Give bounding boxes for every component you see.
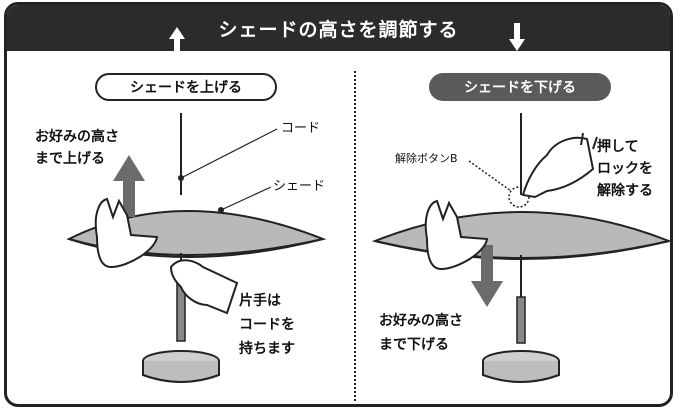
hand-lifting-shade-icon — [94, 197, 159, 269]
header-bar — [7, 5, 670, 51]
shade-leader-dot — [218, 207, 224, 213]
raise-instruction-line2: まで上げる — [35, 151, 105, 167]
shade-label: シェード — [273, 179, 326, 194]
button-b-leader-line — [468, 160, 512, 192]
press-note-line2: ロックを — [597, 161, 653, 177]
left-up-arrow-icon — [113, 155, 145, 217]
right-down-arrow-icon — [471, 245, 503, 307]
hold-note-line2: コードを — [239, 317, 295, 333]
instruction-panel: シェードの高さを調節する シェードを上げる シェードを下げる — [4, 2, 673, 407]
header-arrows — [169, 23, 525, 51]
cord-leader-line — [180, 128, 278, 179]
down-arrow-icon — [509, 23, 525, 51]
hand-pressing-button-icon — [521, 136, 595, 199]
page-title: シェードの高さを調節する — [218, 19, 459, 41]
hand-holding-shade-icon — [424, 199, 489, 271]
raise-shade-pill: シェードを上げる — [95, 73, 277, 101]
press-note-line3: 解除する — [597, 183, 653, 199]
cord-label: コード — [281, 121, 321, 136]
shade-leader-line — [220, 186, 272, 211]
raise-instruction-line1: お好みの高さ — [35, 129, 119, 145]
hand-holding-cord-icon — [169, 259, 239, 315]
cord-leader-dot — [178, 175, 184, 181]
hold-note-line1: 片手は — [239, 293, 281, 309]
lower-instruction-line2: まで下げる — [379, 337, 449, 353]
lower-instruction-line1: お好みの高さ — [379, 313, 463, 329]
up-arrow-icon — [169, 27, 185, 51]
illustration — [66, 113, 670, 383]
press-note-line1: 押して — [597, 139, 639, 155]
panel-divider — [354, 71, 356, 401]
lower-shade-pill: シェードを下げる — [429, 73, 611, 101]
hold-note-line3: 持ちます — [239, 341, 295, 357]
release-button-b-label: 解除ボタンB — [395, 152, 458, 165]
